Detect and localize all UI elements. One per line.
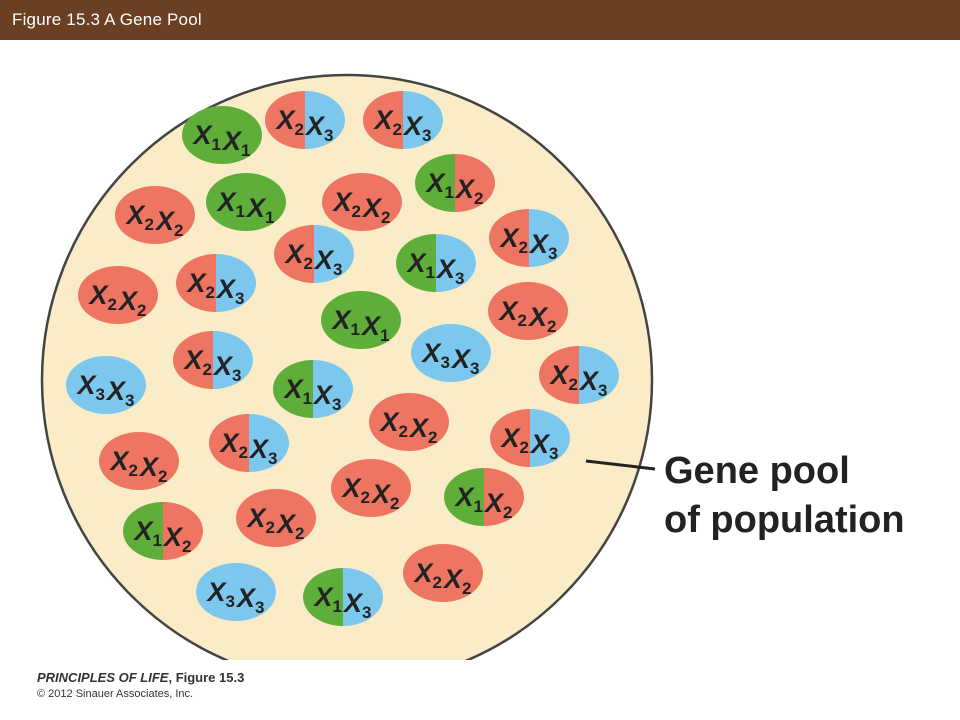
footer-book-title: PRINCIPLES OF LIFE xyxy=(37,670,169,685)
genotype-label: X2X2 xyxy=(88,280,147,320)
genotype-label: X2X2 xyxy=(498,296,557,336)
genotype-label: X2X3 xyxy=(219,428,278,468)
individual-genotype: X2X2 xyxy=(369,393,449,451)
genotype-label: X2X2 xyxy=(413,558,472,598)
genotype-label: X2X3 xyxy=(284,239,343,279)
footer-copyright: © 2012 Sinauer Associates, Inc. xyxy=(37,688,194,700)
genotype-label: X2X2 xyxy=(125,200,184,240)
genotype-label: X2X2 xyxy=(246,503,305,543)
callout-label-line2: of population xyxy=(664,499,905,541)
genotype-label: X1X1 xyxy=(216,187,275,227)
genotype-label: X1X1 xyxy=(192,120,251,160)
callout-leader-line xyxy=(585,459,656,471)
genotype-label: X2X2 xyxy=(332,187,391,227)
genotype-label: X1X3 xyxy=(406,248,465,288)
individual-genotype: X2X2 xyxy=(99,432,179,490)
genotype-label: X1X1 xyxy=(331,305,390,345)
genotype-label: X3X3 xyxy=(206,577,265,617)
individual-genotype: X2X3 xyxy=(173,331,253,389)
genotype-label: X3X3 xyxy=(76,370,135,410)
individual-genotype: X1X3 xyxy=(303,568,383,626)
individual-genotype: X2X2 xyxy=(403,544,483,602)
figure-title: Figure 15.3 A Gene Pool xyxy=(12,10,202,29)
individual-genotype: X2X2 xyxy=(322,173,402,231)
title-bar: Figure 15.3 A Gene Pool xyxy=(0,0,960,40)
individual-genotype: X2X3 xyxy=(265,91,345,149)
individual-genotype: X1X2 xyxy=(123,502,203,560)
footer-figure-number: , Figure 15.3 xyxy=(168,670,245,685)
genotype-label: X2X3 xyxy=(373,105,432,145)
gene-pool-diagram: Gene pool of population X2X3X2X3X1X1X1X2… xyxy=(40,73,905,660)
individual-genotype: X1X1 xyxy=(182,106,262,164)
individual-genotype: X3X3 xyxy=(411,324,491,382)
genotype-label: X2X3 xyxy=(549,360,608,400)
genotype-label: X1X3 xyxy=(283,374,342,414)
individual-genotype: X1X1 xyxy=(206,173,286,231)
individual-genotype: X2X3 xyxy=(363,91,443,149)
genotype-label: X1X3 xyxy=(313,582,372,622)
genotype-label: X2X2 xyxy=(109,446,168,486)
genotype-label: X2X2 xyxy=(379,407,438,447)
genotype-label: X2X3 xyxy=(183,345,242,385)
individual-genotype: X1X2 xyxy=(444,468,524,526)
genotype-label: X2X3 xyxy=(186,268,245,308)
footer-citation: PRINCIPLES OF LIFE, Figure 15.3 xyxy=(37,670,244,685)
genotype-label: X2X3 xyxy=(275,105,334,145)
genotype-label: X2X3 xyxy=(499,223,558,263)
individual-genotype: X2X3 xyxy=(274,225,354,283)
genotype-label: X2X2 xyxy=(341,473,400,513)
individual-genotype: X2X2 xyxy=(115,186,195,244)
individual-genotype: X1X1 xyxy=(321,291,401,349)
individual-genotype: X2X2 xyxy=(78,266,158,324)
genotype-label: X1X2 xyxy=(454,482,513,522)
individual-genotype: X1X3 xyxy=(273,360,353,418)
individual-genotype: X2X3 xyxy=(490,409,570,467)
individual-genotype: X1X2 xyxy=(415,154,495,212)
individual-genotype: X2X2 xyxy=(331,459,411,517)
callout-label-line1: Gene pool xyxy=(664,450,850,492)
individual-genotype: X2X3 xyxy=(489,209,569,267)
individual-genotype: X2X3 xyxy=(209,414,289,472)
individual-genotype: X1X3 xyxy=(396,234,476,292)
genotype-label: X1X2 xyxy=(425,168,484,208)
genotype-label: X1X2 xyxy=(133,516,192,556)
genotype-label: X2X3 xyxy=(500,423,559,463)
individual-genotype: X2X2 xyxy=(488,282,568,340)
individual-genotype: X2X3 xyxy=(176,254,256,312)
individual-genotype: X3X3 xyxy=(196,563,276,621)
individual-genotype: X2X3 xyxy=(539,346,619,404)
genotype-label: X3X3 xyxy=(421,338,480,378)
individual-genotype: X3X3 xyxy=(66,356,146,414)
individual-genotype: X2X2 xyxy=(236,489,316,547)
